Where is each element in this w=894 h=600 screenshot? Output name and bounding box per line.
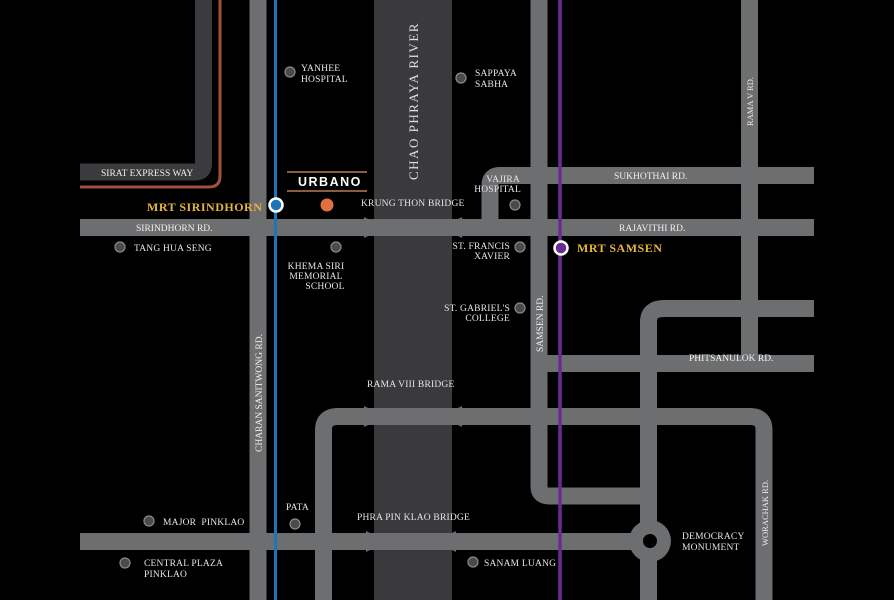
- krung-thon-bridge-label: KRUNG THON BRIDGE: [361, 199, 465, 209]
- sukhothai-road-label: SUKHOTHAI RD.: [614, 172, 687, 182]
- sanam-luang-marker-icon: [467, 556, 479, 568]
- central-plaza-marker-icon: [119, 557, 131, 569]
- rama-viii-road: [315, 408, 773, 600]
- mrt-samsen-station-icon[interactable]: [553, 240, 569, 256]
- upper-east-road: [640, 300, 814, 600]
- river-label: CHAO PHRAYA RIVER: [406, 22, 421, 180]
- sirat-expressway-label: SIRAT EXPRESS WAY: [101, 169, 193, 179]
- charan-sanitwong-road-label: CHARAN SANITWONG RD.: [255, 334, 265, 452]
- sappaya-label-2: SABHA: [475, 80, 508, 90]
- rama-viii-bridge: [364, 406, 462, 427]
- road-network: [80, 0, 814, 600]
- vajira-label-1: VAJIRA: [486, 175, 520, 185]
- democracy-label-2: MONUMENT: [682, 543, 740, 553]
- sukhothai-road: [481, 167, 814, 227]
- urbano-location-marker[interactable]: [320, 198, 334, 212]
- yanhee-label-1: YANHEE: [301, 64, 340, 74]
- st-francis-marker-icon: [514, 241, 526, 253]
- sanam-luang-label: SANAM LUANG: [484, 559, 556, 569]
- worachak-road-label: WORACHAK RD.: [760, 480, 770, 546]
- yanhee-hospital-marker-icon: [284, 66, 296, 78]
- yanhee-label-2: HOSPITAL: [301, 75, 348, 85]
- urbano-project-label: URBANO: [298, 175, 362, 189]
- phra-pin-klao-bridge: [366, 531, 456, 552]
- tang-hua-seng-label: TANG HUA SENG: [134, 244, 212, 254]
- st-gabriel-label-1: ST. GABRIEL'S: [444, 304, 510, 314]
- khema-label-3: SCHOOL: [305, 282, 344, 292]
- rama-viii-bridge-label: RAMA VIII BRIDGE: [367, 380, 454, 390]
- phitsanulok-road-label: PHITSANULOK RD.: [689, 354, 773, 364]
- sirindhorn-road-label: SIRINDHORN RD.: [136, 224, 213, 234]
- st-gabriel-marker-icon: [514, 302, 526, 314]
- st-gabriel-label-2: COLLEGE: [465, 314, 510, 324]
- sappaya-label-1: SAPPAYA: [475, 69, 517, 79]
- khema-siri-marker-icon: [330, 241, 342, 253]
- samsen-road: [530, 0, 651, 505]
- major-pinklao-marker-icon: [143, 515, 155, 527]
- vajira-label-2: HOSPITAL: [474, 185, 521, 195]
- sirat-expressway: [80, 0, 212, 181]
- st-francis-label-1: ST. FRANCIS: [453, 242, 510, 252]
- central-label-1: CENTRAL PLAZA: [144, 559, 223, 569]
- samsen-road-label: SAMSEN RD.: [536, 296, 546, 353]
- khema-label-2: MEMORIAL: [289, 272, 342, 282]
- rama-v-road-label: RAMA V RD.: [745, 77, 755, 126]
- mrt-samsen-label: MRT SAMSEN: [577, 241, 662, 255]
- vajira-hospital-marker-icon: [509, 199, 521, 211]
- krung-thon-bridge: [364, 217, 462, 238]
- st-francis-label-2: XAVIER: [474, 252, 510, 262]
- rajavithi-road-label: RAJAVITHI RD.: [619, 224, 685, 234]
- mrt-sirindhorn-label: MRT SIRINDHORN: [147, 200, 262, 214]
- chao-phraya-river: [374, 0, 452, 600]
- central-label-2: PINKLAO: [144, 570, 187, 580]
- phra-pin-klao-bridge-label: PHRA PIN KLAO BRIDGE: [357, 513, 470, 523]
- pata-label: PATA: [286, 503, 309, 513]
- khema-label-1: KHEMA SIRI: [288, 262, 345, 272]
- major-pinklao-label: MAJOR PINKLAO: [163, 518, 244, 528]
- democracy-label-1: DEMOCRACY: [682, 532, 745, 542]
- tang-hua-seng-marker-icon: [114, 241, 126, 253]
- pata-marker-icon: [289, 518, 301, 530]
- mrt-sirindhorn-station-icon[interactable]: [268, 197, 284, 213]
- sirat-expressway-outline: [80, 0, 222, 189]
- sappaya-sabha-marker-icon: [455, 72, 467, 84]
